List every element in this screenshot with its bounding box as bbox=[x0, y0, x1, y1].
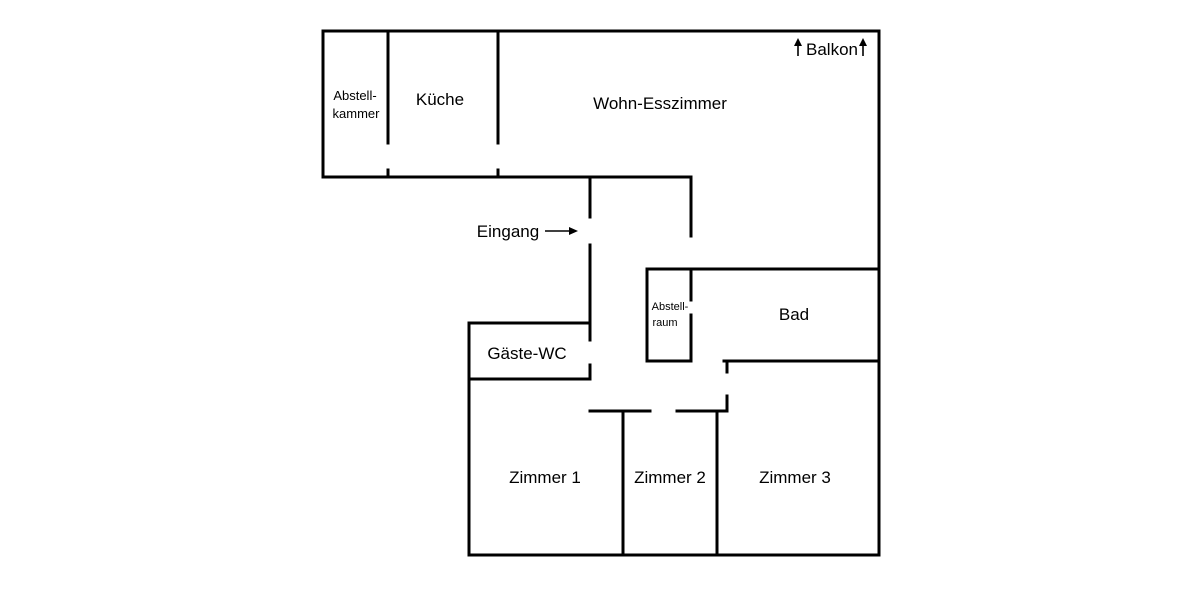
label-balkon: Balkon bbox=[806, 40, 858, 59]
label-abstellkammer-line1: Abstell- bbox=[333, 88, 376, 103]
walls bbox=[321, 29, 881, 557]
wall-outer-top bbox=[321, 29, 881, 271]
wall-storage-room bbox=[645, 267, 693, 363]
entrance-arrow bbox=[545, 227, 578, 235]
label-zimmer-2: Zimmer 2 bbox=[634, 468, 706, 487]
wall-lower-outer bbox=[467, 359, 881, 557]
label-zimmer-1: Zimmer 1 bbox=[509, 468, 581, 487]
label-abstellraum-line2: raum bbox=[652, 317, 677, 329]
label-wohn-esszimmer: Wohn-Esszimmer bbox=[593, 94, 727, 113]
label-abstellkammer-line2: kammer bbox=[333, 106, 381, 121]
label-kueche: Küche bbox=[416, 90, 464, 109]
wall-guest-wc bbox=[467, 321, 592, 381]
label-abstellraum-line1: Abstell- bbox=[652, 301, 689, 313]
balcony-arrow-left bbox=[794, 38, 802, 56]
label-eingang: Eingang bbox=[477, 222, 539, 241]
balcony-arrow-right bbox=[859, 38, 867, 56]
label-bad: Bad bbox=[779, 305, 809, 324]
label-zimmer-3: Zimmer 3 bbox=[759, 468, 831, 487]
wall-living-bottom bbox=[496, 175, 693, 238]
wall-bath-top bbox=[645, 267, 881, 363]
label-gaeste-wc: Gäste-WC bbox=[487, 344, 566, 363]
wall-outer-left-upper bbox=[321, 29, 390, 179]
